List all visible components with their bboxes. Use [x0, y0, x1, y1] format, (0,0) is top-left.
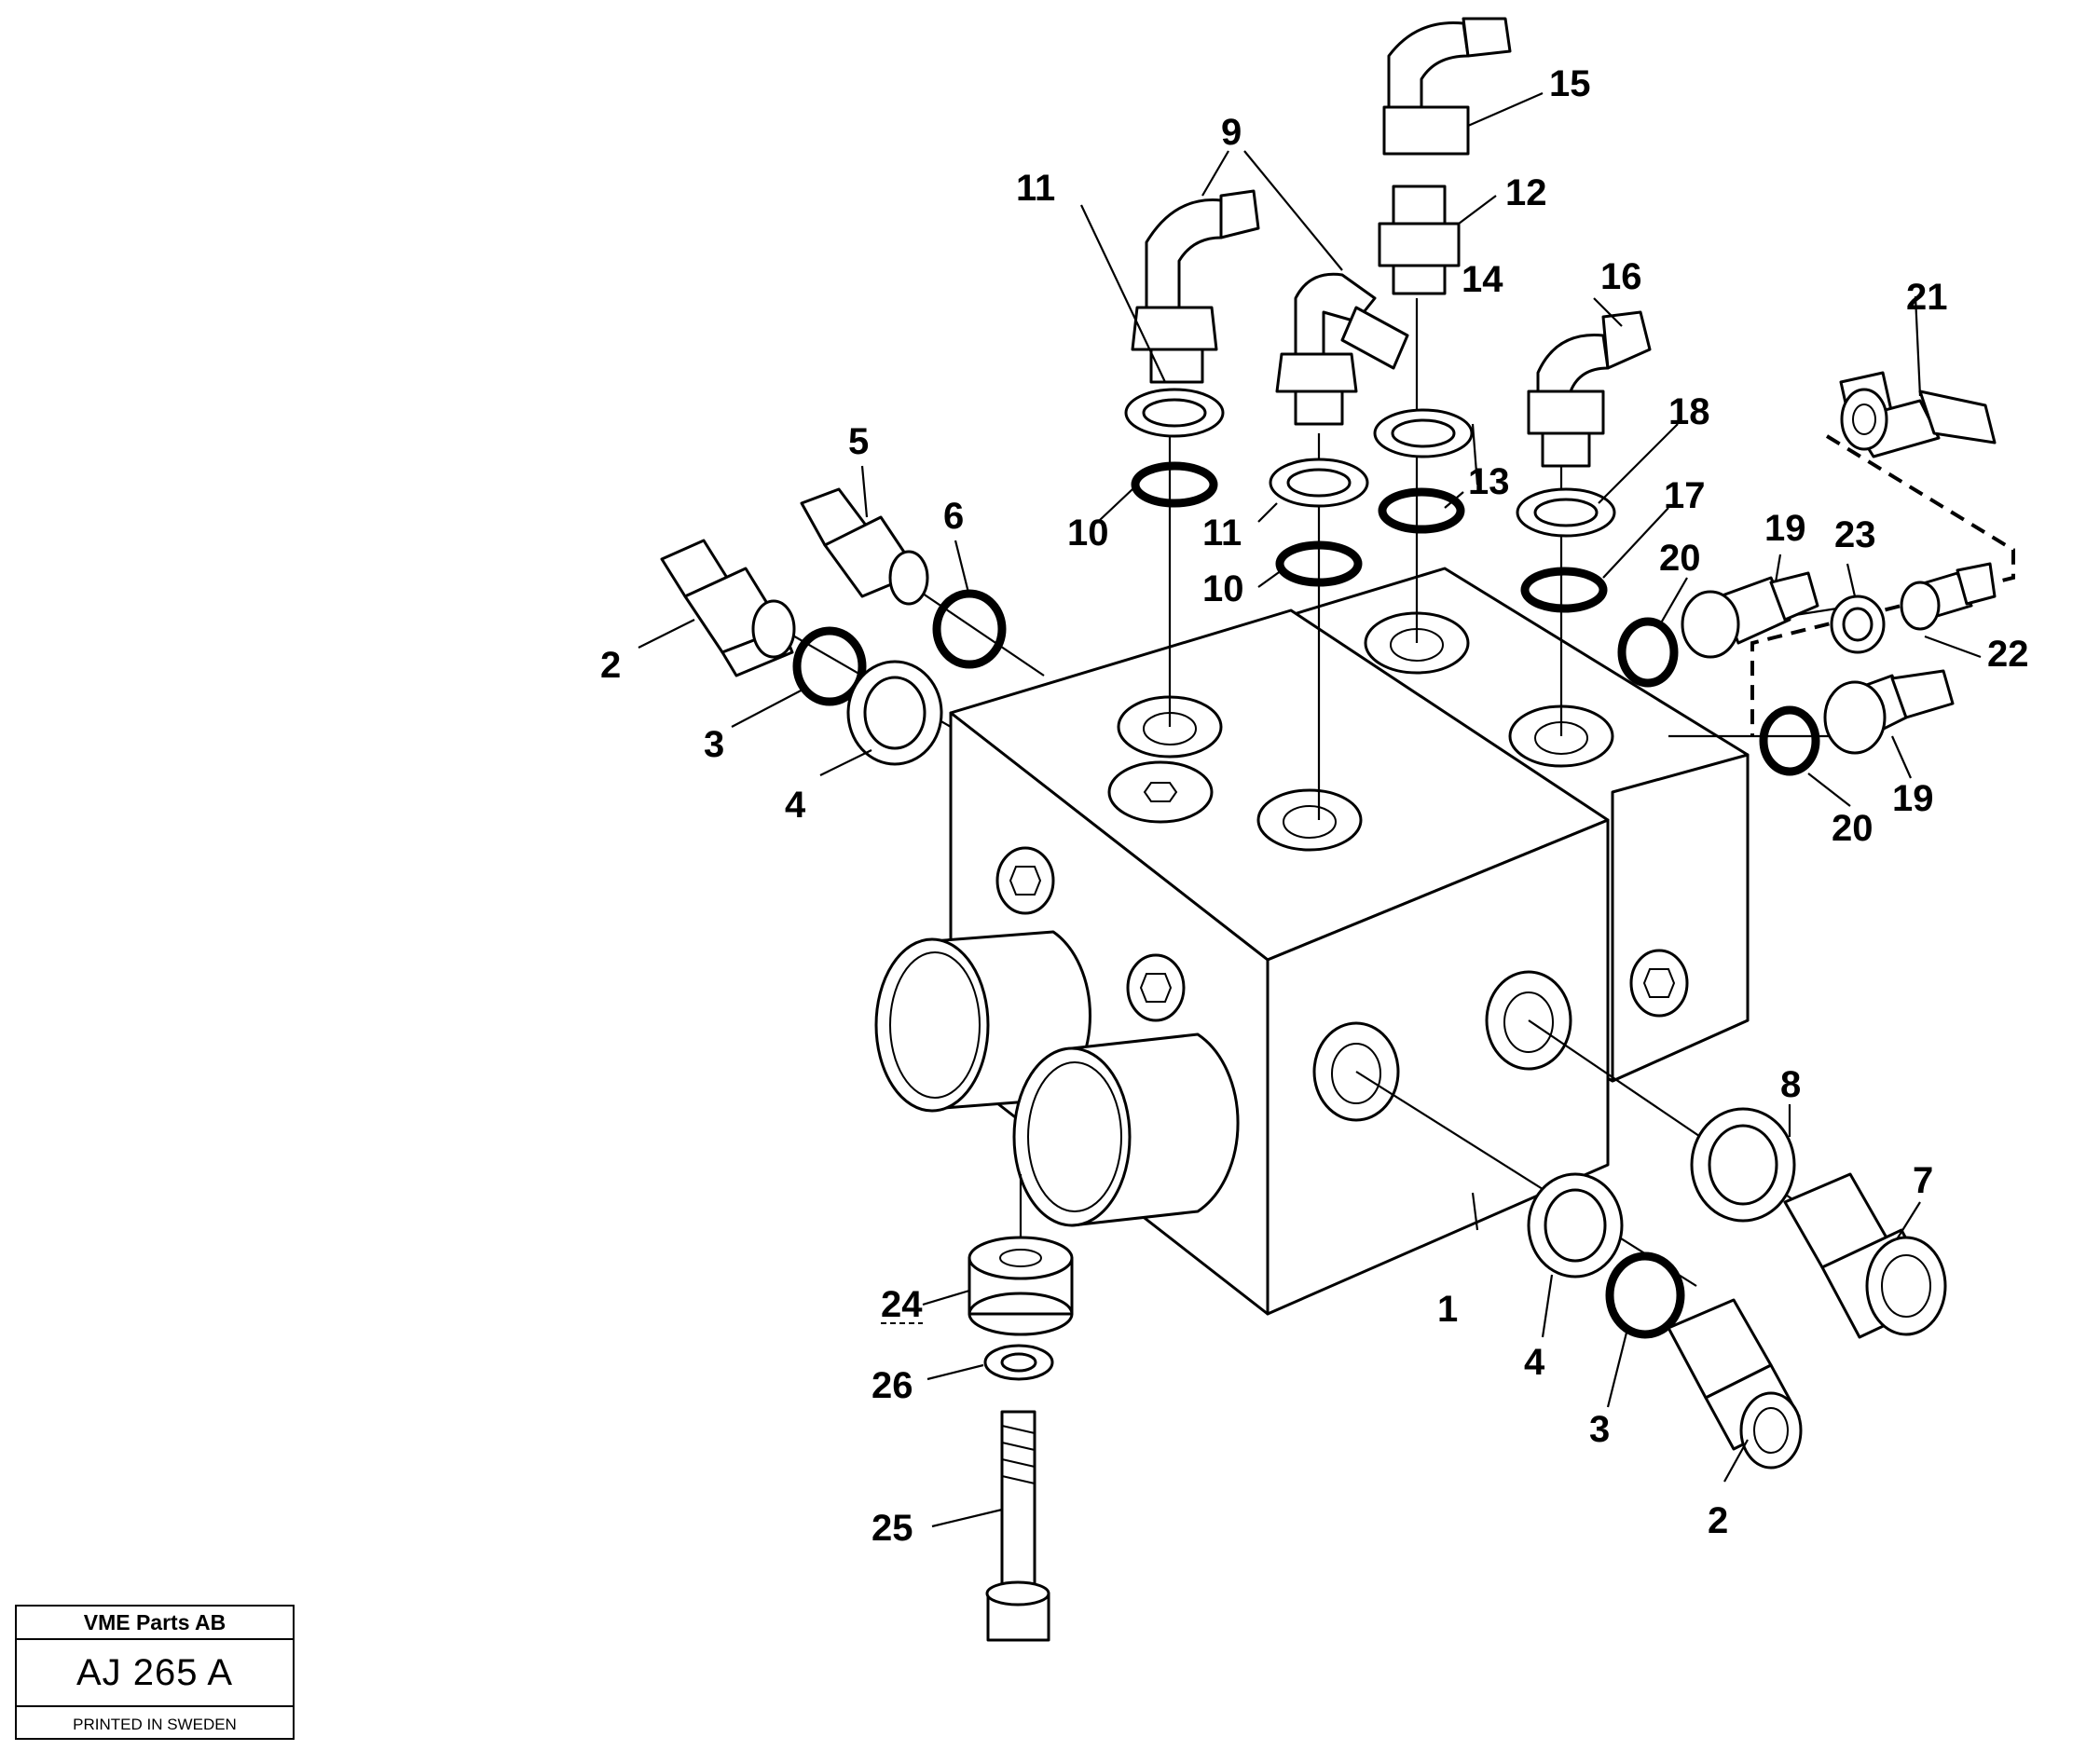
dashed-connection	[1750, 434, 2015, 736]
washer-14	[1373, 408, 1474, 458]
side-plug-rear	[1629, 949, 1689, 1018]
callout-18: 18	[1668, 391, 1710, 432]
callout-15: 15	[1549, 63, 1591, 104]
callout-6: 6	[943, 496, 964, 537]
connector-5	[800, 487, 929, 606]
washer-18	[1516, 487, 1616, 538]
callout-24: 24	[881, 1284, 923, 1325]
callout-9: 9	[1221, 112, 1242, 153]
washer-11-middle	[1269, 458, 1369, 508]
screw-25	[985, 1410, 1050, 1642]
o-ring-3-left	[792, 626, 867, 706]
elbow-15	[1382, 17, 1512, 156]
printed-note: PRINTED IN SWEDEN	[73, 1716, 237, 1733]
washer-4-left	[846, 660, 943, 766]
callout-26: 26	[872, 1365, 913, 1406]
tee-21	[1839, 371, 1997, 458]
callout-5: 5	[848, 421, 869, 462]
connector-19-lower	[1823, 669, 1955, 755]
washer-4-right	[1527, 1172, 1624, 1279]
callout-20: 20	[1832, 808, 1874, 849]
callout-13: 13	[1468, 461, 1510, 502]
callout-10: 10	[1202, 568, 1244, 609]
connector-2-left	[660, 539, 796, 677]
callout-2: 2	[1708, 1500, 1728, 1541]
callout-10: 10	[1067, 513, 1109, 554]
title-block: VME Parts AB AJ 265 A PRINTED IN SWEDEN	[15, 1605, 295, 1740]
callout-3: 3	[704, 724, 724, 765]
o-ring-17	[1520, 567, 1608, 613]
valve-block	[874, 567, 1750, 1316]
side-plug	[1126, 953, 1186, 1022]
callout-8: 8	[1780, 1064, 1801, 1105]
o-ring-6	[932, 589, 1007, 669]
o-ring-10-middle	[1275, 540, 1363, 587]
callout-22: 22	[1987, 634, 2029, 675]
elbow-16	[1527, 310, 1652, 468]
o-ring-20-lower	[1759, 705, 1820, 776]
o-ring-10-left	[1131, 461, 1218, 508]
washer-26	[983, 1344, 1054, 1381]
callout-12: 12	[1505, 172, 1547, 213]
connector-12	[1378, 185, 1461, 295]
callout-25: 25	[872, 1508, 913, 1549]
top-plug	[1107, 760, 1214, 824]
callout-1: 1	[1437, 1289, 1458, 1330]
elbow-9-middle	[1275, 272, 1409, 426]
callout-leaders	[638, 91, 1982, 1528]
callout-11: 11	[1202, 513, 1242, 554]
connector-7	[1783, 1172, 1947, 1339]
callout-23: 23	[1834, 514, 1876, 555]
callout-11: 11	[1016, 168, 1055, 209]
company-name: VME Parts AB	[17, 1607, 293, 1640]
large-cap	[1012, 1032, 1240, 1227]
top-port	[1256, 788, 1363, 852]
connector-2-right	[1667, 1298, 1803, 1470]
connector-19-upper	[1681, 571, 1819, 659]
callout-19: 19	[1892, 778, 1934, 819]
valve-block-right-face	[1266, 818, 1610, 1316]
o-ring-20-upper	[1617, 617, 1679, 688]
o-ring-3-right	[1605, 1251, 1685, 1339]
callout-17: 17	[1664, 475, 1706, 516]
washer-23	[1830, 595, 1886, 654]
callout-labels: 1 2 2 3 3 4 4 5 6 7 8 9 10 10 11 11 12 1…	[600, 63, 2029, 1549]
callout-3: 3	[1589, 1409, 1610, 1450]
callout-4: 4	[1524, 1342, 1545, 1383]
o-ring-13	[1378, 487, 1465, 534]
callout-7: 7	[1913, 1160, 1933, 1201]
callout-4: 4	[785, 785, 806, 826]
washer-11-left	[1124, 388, 1225, 438]
connector-22	[1900, 562, 1997, 631]
callout-21: 21	[1906, 277, 1948, 318]
callout-14: 14	[1462, 259, 1503, 300]
callout-20: 20	[1659, 538, 1701, 579]
washer-8	[1690, 1107, 1796, 1223]
side-plug	[995, 846, 1055, 915]
callout-19: 19	[1764, 508, 1806, 549]
spacer-24	[968, 1236, 1074, 1336]
callout-16: 16	[1600, 256, 1642, 297]
elbow-9-left	[1131, 189, 1260, 384]
drawing-number: AJ 265 A	[17, 1640, 293, 1707]
callout-2: 2	[600, 645, 621, 686]
